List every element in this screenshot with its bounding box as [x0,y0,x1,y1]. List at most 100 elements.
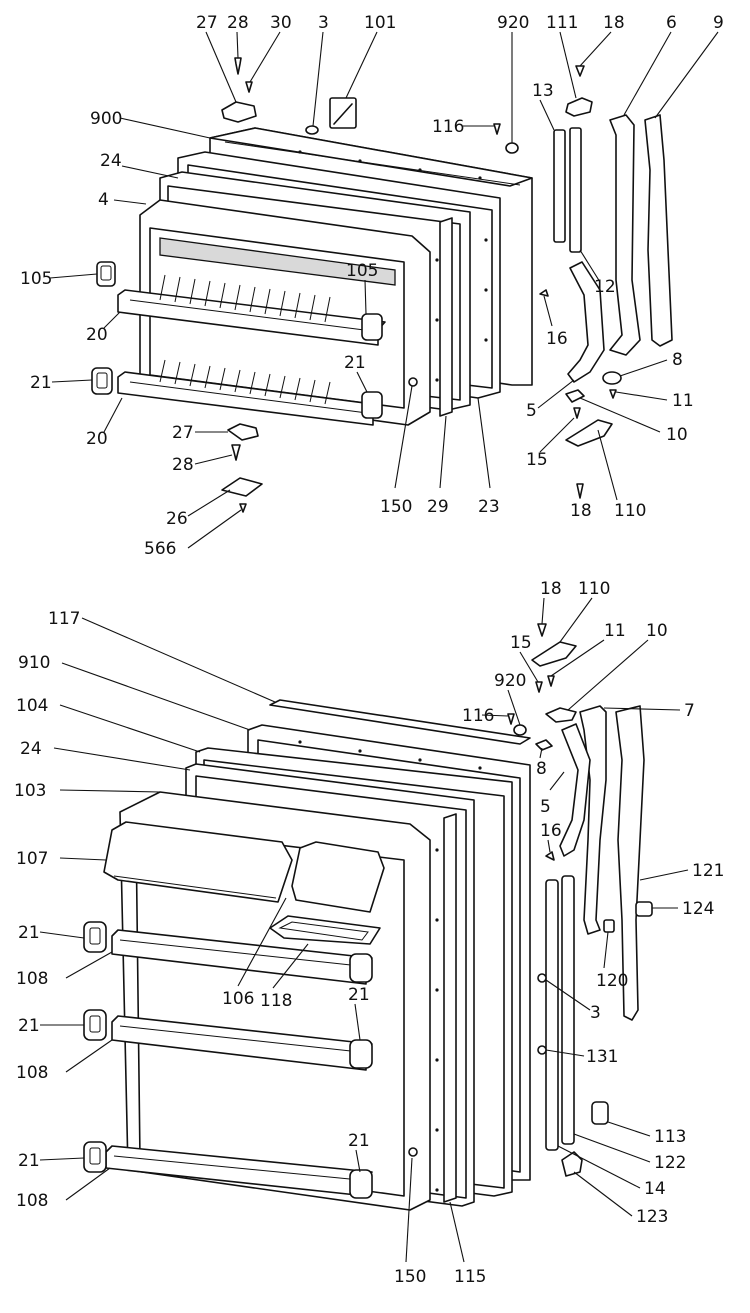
shelf-end-cap-21-e [83,1141,107,1173]
handle-5-lower [559,723,591,857]
label-108: 108 [16,969,48,989]
label-107: 107 [16,849,48,869]
hinge-110 [565,419,613,447]
handle-9 [644,114,673,347]
label-18: 18 [603,13,625,33]
label-118: 118 [260,991,292,1011]
dairy-cover-107-right [291,841,385,913]
label-123: 123 [636,1207,668,1227]
label-101: 101 [364,13,396,33]
label-124: 124 [682,899,714,919]
plug-3 [305,125,319,135]
label-910: 910 [18,653,50,673]
cap-124 [635,901,653,917]
label-21: 21 [18,923,40,943]
handle-trim-12 [569,127,582,253]
label-122: 122 [654,1153,686,1173]
label-120: 120 [596,971,628,991]
plug-131 [537,1045,547,1055]
lower-door-assembly [83,623,653,1211]
label-6: 6 [666,13,677,33]
label-113: 113 [654,1127,686,1147]
label-21-right: 21 [344,353,366,373]
lower-part-labels: 18 110 117 15 11 10 910 920 116 104 7 24… [14,579,724,1287]
label-20: 20 [86,325,108,345]
screw-116-lower [507,713,515,725]
label-15: 15 [510,633,532,653]
plate-26 [221,477,263,497]
screw-30 [245,81,253,93]
hinge-pin-111 [565,97,593,117]
screw-150 [408,377,418,387]
shelf-end-cap-21-d [349,1039,373,1069]
cap-8-lower [535,739,553,751]
label-14: 14 [644,1179,666,1199]
label-116: 116 [432,117,464,137]
label-11: 11 [604,621,626,641]
label-117: 117 [48,609,80,629]
hinge-bracket-27 [221,101,257,123]
breaker-strip-115 [443,813,457,1203]
label-21-shelf2-left: 21 [18,1016,40,1036]
label-24: 24 [20,739,42,759]
label-10: 10 [666,425,688,445]
label-18-bottom: 18 [570,501,592,521]
label-104: 104 [16,696,48,716]
label-920: 920 [497,13,529,33]
hinge-bracket-10 [565,389,585,403]
handle-5 [567,261,605,383]
label-131: 131 [586,1047,618,1067]
label-4: 4 [98,190,109,210]
label-16: 16 [546,329,568,349]
bracket-123 [561,1151,583,1177]
label-3: 3 [590,1003,601,1023]
label-5: 5 [526,401,537,421]
label-28-bottom: 28 [172,455,194,475]
plug-920 [505,142,519,154]
label-115: 115 [454,1267,486,1287]
screw-150-lower [408,1147,418,1157]
frame-screw-dots-lower [298,740,482,1192]
screw-116 [493,123,501,135]
label-21-shelf3-left: 21 [18,1151,40,1171]
label-108-middle: 108 [16,1063,48,1083]
shelf-end-cap-21-right [361,391,383,419]
label-566: 566 [144,539,176,559]
dairy-cover-107 [103,821,293,903]
label-105: 105 [20,269,52,289]
shelf-end-cap-21-c [83,1009,107,1041]
label-29: 29 [427,497,449,517]
label-21-shelf3-right: 21 [348,1131,370,1151]
label-30: 30 [270,13,292,33]
shelf-end-cap-21-b [349,953,373,983]
cap-8 [602,371,622,385]
screw-16 [539,289,549,297]
label-150: 150 [394,1267,426,1287]
label-26: 26 [166,509,188,529]
label-16: 16 [540,821,562,841]
leader-lines [39,31,719,1263]
top-trim-117 [269,699,531,745]
label-5: 5 [540,797,551,817]
label-28: 28 [227,13,249,33]
screw-11-lower [547,675,555,687]
shelf-end-cap-21 [91,367,113,395]
shelf-end-cap-105-right [361,313,383,341]
screw-28 [234,57,242,75]
label-108-bottom: 108 [16,1191,48,1211]
screw-15-lower [535,681,543,693]
frame-screw-dots [298,150,488,382]
label-15: 15 [526,450,548,470]
upper-part-labels: 27 28 30 3 101 920 111 18 6 9 900 116 13… [20,13,724,559]
label-20-lower: 20 [86,429,108,449]
cap-113 [591,1101,609,1125]
handle-trim-14 [545,879,559,1151]
label-105-right: 105 [346,261,378,281]
label-18: 18 [540,579,562,599]
handle-6 [609,114,641,356]
label-920: 920 [494,671,526,691]
label-8: 8 [536,759,547,779]
label-103: 103 [14,781,46,801]
handle-7 [579,705,607,935]
